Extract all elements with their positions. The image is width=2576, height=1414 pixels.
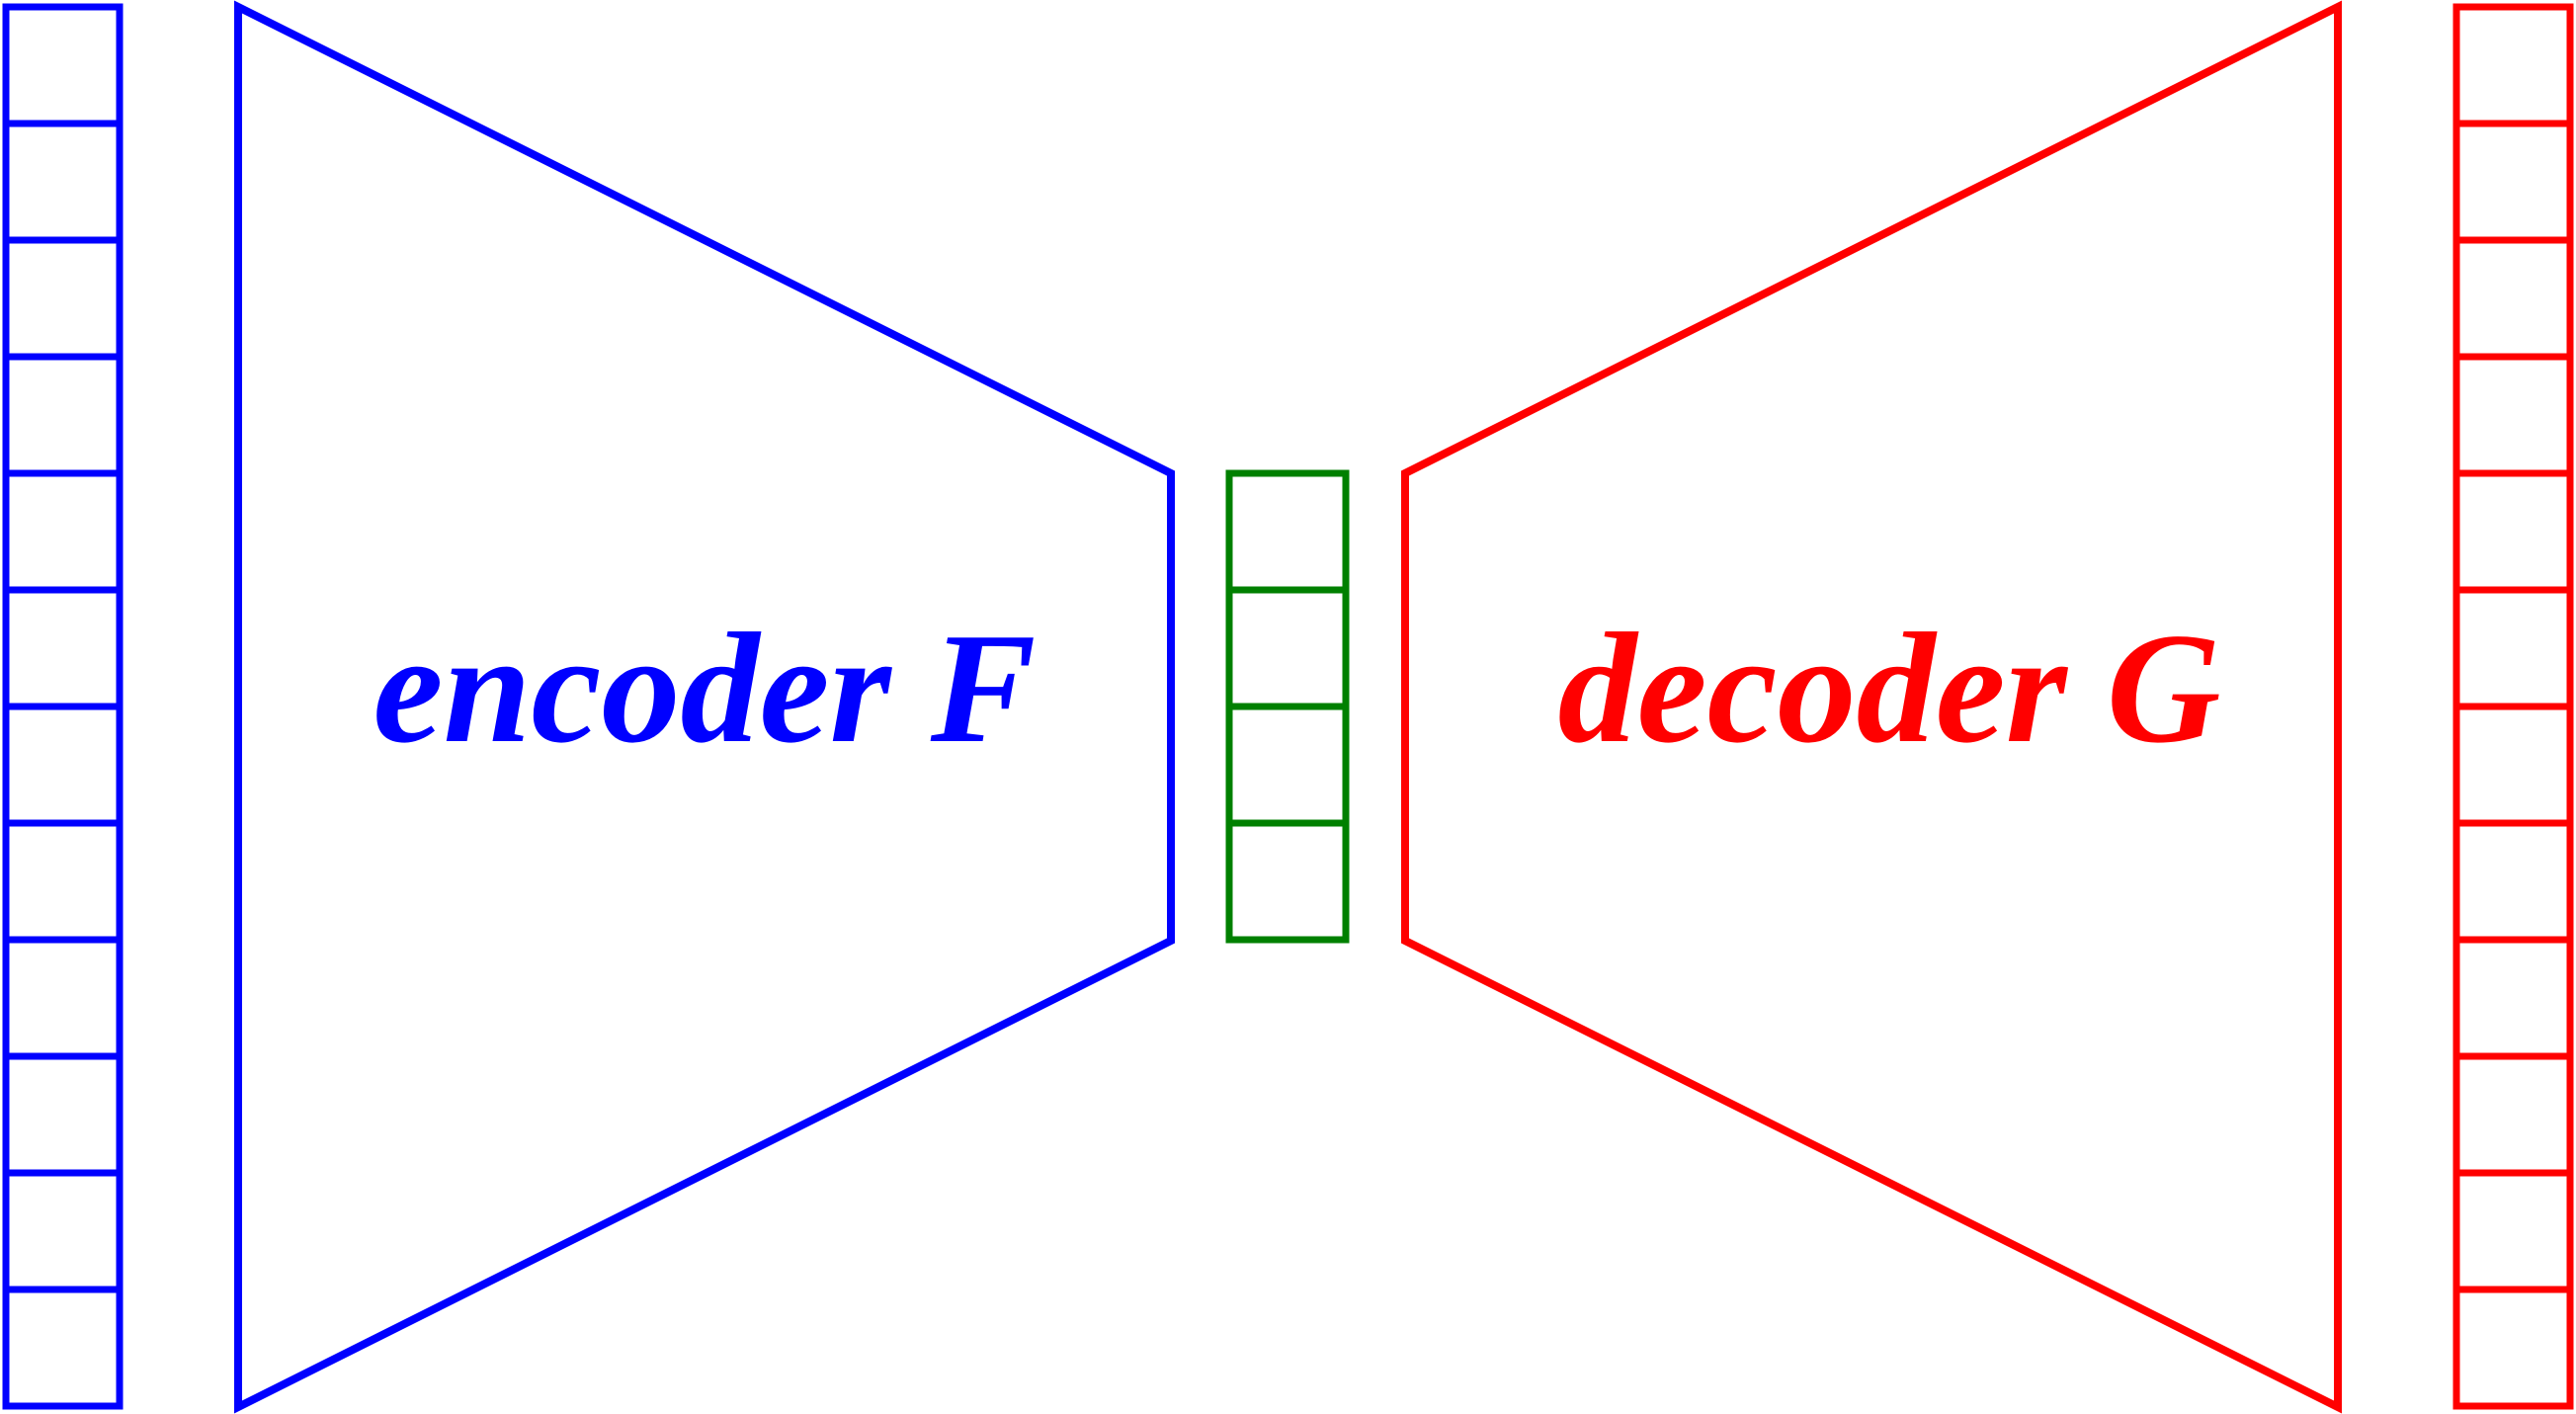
output-cell xyxy=(2452,1052,2574,1177)
output-cell xyxy=(2452,586,2574,710)
output-cell xyxy=(2452,469,2574,594)
output-cell xyxy=(2452,120,2574,244)
output-cell xyxy=(2452,936,2574,1060)
latent-cell xyxy=(1225,819,1350,944)
input-cell xyxy=(2,469,124,594)
output-cell xyxy=(2452,236,2574,361)
input-cell xyxy=(2,3,124,127)
input-cell xyxy=(2,819,124,944)
input-cell xyxy=(2,1286,124,1410)
output-cell xyxy=(2452,1286,2574,1410)
input-cell xyxy=(2,1052,124,1177)
encoder-trapezoid xyxy=(234,0,1175,1414)
output-cell xyxy=(2452,703,2574,827)
input-cell xyxy=(2,703,124,827)
input-cell xyxy=(2,353,124,477)
latent-cell xyxy=(1225,469,1350,594)
latent-cell xyxy=(1225,703,1350,827)
decoder-trapezoid xyxy=(1401,0,2342,1414)
input-cell xyxy=(2,1169,124,1293)
output-cell xyxy=(2452,1169,2574,1293)
latent-cell xyxy=(1225,586,1350,710)
input-cell xyxy=(2,586,124,710)
output-cell xyxy=(2452,3,2574,127)
decoder-label: decoder G xyxy=(1558,600,2221,776)
output-vector xyxy=(2452,3,2574,1410)
latent-code xyxy=(1225,469,1350,944)
output-cell xyxy=(2452,353,2574,477)
output-cell xyxy=(2452,819,2574,944)
input-cell xyxy=(2,236,124,361)
input-cell xyxy=(2,936,124,1060)
input-cell xyxy=(2,120,124,244)
encoder-label: encoder F xyxy=(373,600,1036,776)
input-vector xyxy=(2,3,124,1410)
